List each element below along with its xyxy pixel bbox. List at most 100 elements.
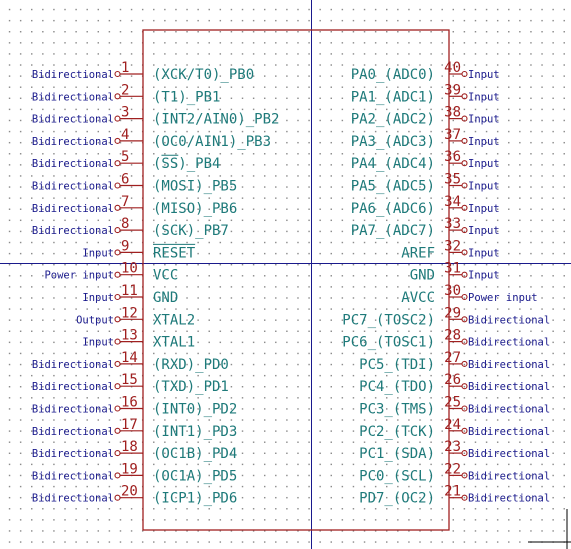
pin-endpoint-circle[interactable] [461,494,468,501]
pin-endpoint-circle[interactable] [461,405,468,412]
pin-endpoint-circle[interactable] [114,293,121,301]
pin-electrical-type: Output [76,314,114,326]
pin-endpoint-circle[interactable] [461,227,468,234]
pin-endpoint-circle[interactable] [114,450,121,457]
pin-electrical-type: Bidirectional [32,69,114,81]
pin-number: 36 [444,149,461,165]
pin-endpoint-circle[interactable] [461,472,468,479]
pin-endpoint-circle[interactable] [114,316,121,323]
pin-endpoint-circle[interactable] [114,271,121,278]
pin-name: PA6_(ADC6) [351,201,435,217]
pin-number: 7 [121,194,129,210]
pin-endpoint-circle[interactable] [461,182,468,189]
ic-body-outline[interactable] [142,29,450,531]
pin-number: 21 [444,484,461,500]
pin-endpoint-circle[interactable] [461,360,468,367]
pin-endpoint-circle[interactable] [461,293,468,301]
pin-endpoint-circle[interactable] [114,494,121,501]
pin-endpoint-circle[interactable] [114,160,121,167]
pin-electrical-type: Bidirectional [32,426,114,438]
pin-endpoint-circle[interactable] [114,405,121,412]
pin-endpoint-circle[interactable] [461,115,468,122]
pin-endpoint-circle[interactable] [461,70,468,78]
pin-electrical-type: Input [468,158,500,170]
pin-electrical-type: Input [82,247,114,259]
pin-endpoint-circle[interactable] [461,383,468,390]
pin-endpoint-circle[interactable] [114,360,121,367]
pin-endpoint-circle[interactable] [461,137,468,144]
pin-endpoint-circle[interactable] [114,137,121,144]
pin-endpoint-circle[interactable] [461,160,468,167]
pin-endpoint-circle[interactable] [114,427,121,434]
pin-endpoint-circle[interactable] [461,316,468,323]
left-pin-group: 1(XCK/T0)_PB0Bidirectional2(T1)_PB1Bidir… [32,60,280,507]
pin-endpoint-circle[interactable] [461,271,468,278]
pin-endpoint-circle[interactable] [114,115,121,122]
pin-endpoint-circle[interactable] [114,472,121,479]
pin-number: 18 [121,439,138,455]
pin-endpoint-circle[interactable] [114,338,121,345]
pin-endpoint-circle[interactable] [114,70,121,78]
pin-endpoint-circle[interactable] [114,204,121,211]
pin-endpoint-circle[interactable] [461,93,468,100]
pin-endpoint-circle[interactable] [114,249,121,256]
pin-electrical-type: Bidirectional [32,114,114,126]
pin-endpoint-circle[interactable] [114,227,121,234]
pin-endpoint-circle[interactable] [461,249,468,256]
pin-name: (MOSI)_PB5 [153,179,237,195]
pin-electrical-type: Bidirectional [468,314,550,326]
pin-name: PC1_(SDA) [359,446,435,462]
pin-number: 22 [444,461,461,477]
pin-endpoint-circle[interactable] [461,204,468,211]
pin-endpoint-circle[interactable] [114,383,121,390]
pin-endpoint-circle[interactable] [461,450,468,457]
pin-endpoint-circle[interactable] [114,93,121,100]
pin-number: 20 [121,484,138,500]
pin-electrical-type: Input [468,247,500,259]
pin-endpoint-circle[interactable] [461,338,468,345]
pin-endpoint-circle[interactable] [114,182,121,189]
pin-endpoint-circle[interactable] [461,427,468,434]
